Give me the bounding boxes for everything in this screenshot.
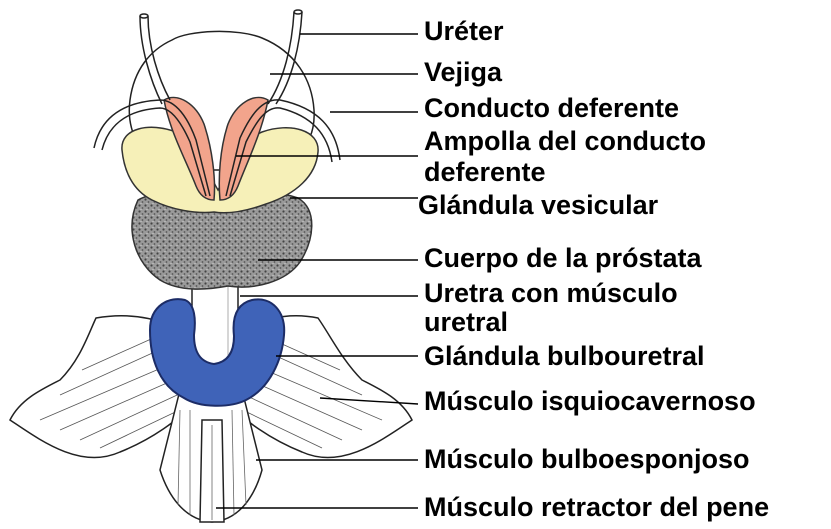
label-musculo-retractor: Músculo retractor del pene <box>424 494 769 521</box>
label-uretra-line1: Uretra con músculo <box>424 280 678 307</box>
label-musculo-bulboesponjoso: Músculo bulboesponjoso <box>424 446 750 473</box>
label-uretra-line2: uretral <box>424 309 508 336</box>
label-musculo-isquiocavernoso: Músculo isquiocavernoso <box>424 388 756 415</box>
label-ampolla-line1: Ampolla del conducto <box>424 128 706 155</box>
label-cuerpo-prostata: Cuerpo de la próstata <box>424 245 702 272</box>
label-glandula-bulbouretral: Glándula bulbouretral <box>424 343 705 370</box>
label-glandula-vesicular: Glándula vesicular <box>418 192 658 219</box>
label-conducto-deferente: Conducto deferente <box>424 95 679 122</box>
label-ampolla-line2: deferente <box>424 159 546 186</box>
musculo-retractor-shape <box>200 420 224 522</box>
label-ureter: Uréter <box>424 18 504 45</box>
label-vejiga: Vejiga <box>424 59 502 86</box>
